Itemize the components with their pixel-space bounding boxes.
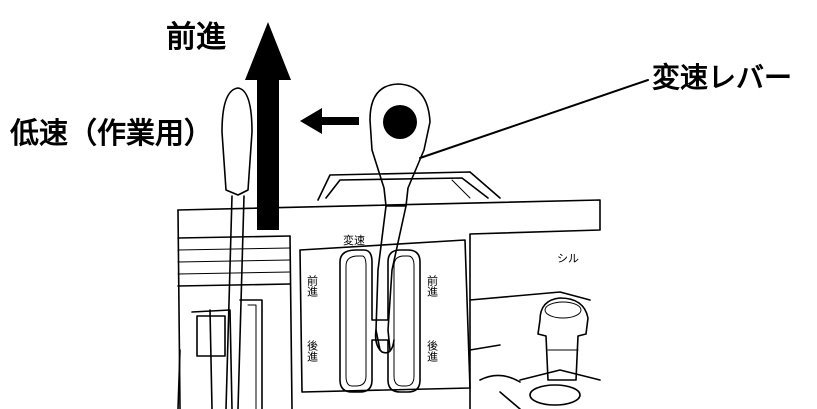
lever-leader-line — [419, 79, 649, 159]
shift-lever-body — [369, 83, 431, 354]
lever-hood — [317, 171, 501, 201]
arrow-up-icon — [245, 22, 291, 230]
gate-label-top: 変速 — [343, 233, 365, 247]
gate-label-right-lower: 後進 — [426, 339, 439, 362]
gate-label-left-lower: 後進 — [306, 339, 319, 362]
side-label: シル — [557, 252, 579, 265]
left-lever-slot — [209, 299, 263, 409]
arrow-left-icon — [300, 108, 359, 134]
forward-label: 前進 — [166, 20, 226, 55]
auxiliary-lever — [221, 87, 253, 409]
left-console — [177, 309, 233, 409]
console-panel — [177, 199, 601, 409]
right-controls — [469, 291, 601, 409]
gate-label-left-upper: 前進 — [306, 274, 319, 297]
low-speed-label: 低速（作業用） — [10, 116, 214, 150]
gate-labels: 変速 前進 前進 後進 後進 シル — [306, 233, 580, 362]
shift-gate-plate — [299, 239, 471, 393]
lever-knob — [383, 105, 417, 139]
gate-label-right-upper: 前進 — [426, 274, 439, 297]
shift-lever-label: 変速レバー — [652, 61, 793, 94]
